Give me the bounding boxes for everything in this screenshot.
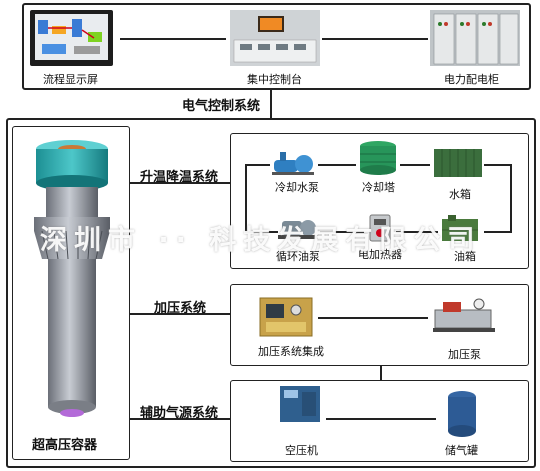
connector-line <box>120 38 226 40</box>
connector-line <box>318 164 356 166</box>
connector-line <box>326 418 436 420</box>
electric-heater-icon <box>365 213 395 243</box>
cooling-tower-icon <box>357 140 399 176</box>
connector-line <box>130 313 230 315</box>
auxiliary-air-system-box <box>230 380 529 462</box>
connector-line <box>400 164 430 166</box>
gas-storage-tank-icon <box>445 389 479 439</box>
connector-line <box>270 90 272 119</box>
electric-heater-label: 电加热器 <box>358 248 402 261</box>
pressurization-pump-label: 加压泵 <box>448 348 481 361</box>
flow-display-screen-label: 流程显示屏 <box>43 73 98 86</box>
pressurization-integration-icon <box>258 296 314 338</box>
ultra-high-pressure-vessel-label: 超高压容器 <box>32 438 98 453</box>
cooling-water-pump-label: 冷却水泵 <box>275 181 319 194</box>
connector-line <box>380 366 382 380</box>
distribution-cabinet-label: 电力配电柜 <box>444 73 499 86</box>
pressurization-pump-icon <box>433 296 495 334</box>
connector-line <box>322 38 428 40</box>
circulating-oil-pump-label: 循环油泵 <box>276 250 320 263</box>
ultra-high-pressure-vessel-icon <box>26 135 118 423</box>
circulating-oil-pump-icon <box>278 213 318 243</box>
connector-line <box>130 418 230 420</box>
distribution-cabinet-icon <box>430 10 520 66</box>
electrical-control-system-label: 电气控制系统 <box>182 99 261 114</box>
oil-tank-icon <box>440 213 480 243</box>
connector-line <box>245 164 247 232</box>
flow-display-screen-icon <box>30 10 113 66</box>
connector-line <box>130 182 230 184</box>
central-console-icon <box>230 10 320 66</box>
water-tank-label: 水箱 <box>449 188 471 201</box>
connector-line <box>245 231 278 233</box>
pressurization-integration-label: 加压系统集成 <box>258 345 324 358</box>
cooling-tower-label: 冷却塔 <box>362 181 395 194</box>
water-tank-icon <box>432 145 484 179</box>
connector-line <box>396 231 438 233</box>
auxiliary-air-system-label: 辅助气源系统 <box>140 406 219 421</box>
pressurization-system-label: 加压系统 <box>154 301 207 316</box>
connector-line <box>510 164 512 232</box>
air-compressor-icon <box>278 384 322 424</box>
company-watermark: 深圳市 ·· 科技发展有限公司 <box>40 225 482 256</box>
heating-cooling-system-label: 升温降温系统 <box>140 170 219 185</box>
connector-line <box>484 231 512 233</box>
cooling-water-pump-icon <box>272 150 316 176</box>
connector-line <box>320 231 364 233</box>
connector-line <box>245 164 270 166</box>
oil-tank-label: 油箱 <box>454 250 476 263</box>
air-compressor-label: 空压机 <box>285 444 318 457</box>
connector-line <box>484 164 512 166</box>
connector-line <box>318 317 428 319</box>
central-console-label: 集中控制台 <box>247 73 302 86</box>
gas-storage-tank-label: 储气罐 <box>445 444 478 457</box>
